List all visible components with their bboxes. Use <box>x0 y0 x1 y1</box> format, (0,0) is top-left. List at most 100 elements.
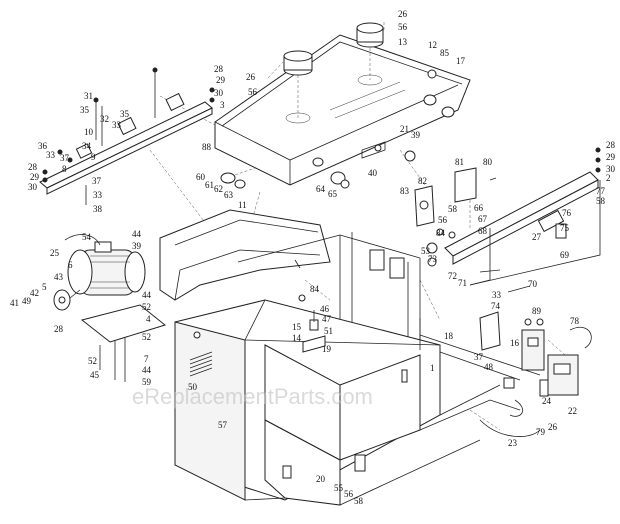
callout-56: 56 <box>438 215 448 225</box>
dust-chute <box>159 209 331 301</box>
callout-4: 4 <box>146 314 151 324</box>
callout-33: 33 <box>46 150 56 160</box>
callout-84: 84 <box>310 284 320 294</box>
callout-48: 48 <box>484 362 494 372</box>
callout-63: 63 <box>224 190 234 200</box>
callout-56: 56 <box>398 22 408 32</box>
callout-50: 50 <box>188 382 198 392</box>
callout-77: 77 <box>596 186 606 196</box>
callout-labels: 26 56 13 12 85 17 26 56 28 29 30 3 31 35… <box>10 9 616 506</box>
vent-grill <box>189 351 213 377</box>
callout-43: 43 <box>54 272 64 282</box>
callout-46: 46 <box>320 304 330 314</box>
callout-75: 75 <box>560 223 570 233</box>
callout-37: 37 <box>60 153 70 163</box>
dust-hood-assembly <box>214 22 471 186</box>
callout-7: 7 <box>144 354 149 364</box>
callout-6: 6 <box>68 260 73 270</box>
callout-28: 28 <box>54 324 64 334</box>
callout-37: 37 <box>474 352 484 362</box>
callout-55: 55 <box>334 483 344 493</box>
callout-39: 39 <box>132 241 142 251</box>
callout-31: 31 <box>84 91 93 101</box>
callout-80: 80 <box>483 157 493 167</box>
callout-29: 29 <box>216 75 226 85</box>
callout-76: 76 <box>562 208 572 218</box>
callout-52: 52 <box>142 302 151 312</box>
callout-16: 16 <box>510 338 520 348</box>
callout-29: 29 <box>30 172 40 182</box>
callout-51: 51 <box>324 326 333 336</box>
callout-56: 56 <box>344 489 354 499</box>
callout-85: 85 <box>440 48 450 58</box>
callout-3: 3 <box>220 100 225 110</box>
callout-9: 9 <box>91 152 96 162</box>
callout-8: 8 <box>62 164 67 174</box>
callout-40: 40 <box>368 168 378 178</box>
callout-21: 21 <box>400 124 409 134</box>
callout-42: 42 <box>30 288 39 298</box>
callout-15: 15 <box>292 322 302 332</box>
callout-14: 14 <box>292 333 302 343</box>
callout-35: 35 <box>120 109 130 119</box>
callout-30: 30 <box>606 164 616 174</box>
callout-20: 20 <box>316 474 326 484</box>
callout-39: 39 <box>411 130 421 140</box>
callout-65: 65 <box>328 189 338 199</box>
callout-66: 66 <box>474 203 484 213</box>
callout-24: 24 <box>542 396 552 406</box>
callout-79: 79 <box>536 427 546 437</box>
callout-81: 81 <box>455 157 464 167</box>
callout-60: 60 <box>196 172 206 182</box>
callout-5: 5 <box>42 282 47 292</box>
switch-bracket <box>414 185 456 267</box>
guard-pulleys <box>220 171 350 189</box>
callout-22: 22 <box>568 406 577 416</box>
callout-28: 28 <box>28 162 38 172</box>
callout-57: 57 <box>218 420 228 430</box>
callout-44: 44 <box>142 365 152 375</box>
callout-38: 38 <box>93 204 103 214</box>
callout-53: 53 <box>421 246 431 256</box>
callout-71: 71 <box>458 278 467 288</box>
callout-59: 59 <box>142 377 152 387</box>
callout-52: 52 <box>88 356 97 366</box>
callout-13: 13 <box>398 37 408 47</box>
callout-2: 2 <box>606 173 611 183</box>
callout-34: 34 <box>82 141 92 151</box>
bracket-81 <box>454 167 497 203</box>
callout-17: 17 <box>456 56 466 66</box>
callout-26: 26 <box>398 9 408 19</box>
callout-28: 28 <box>606 140 616 150</box>
callout-72: 72 <box>448 271 457 281</box>
callout-69: 69 <box>560 250 570 260</box>
chip-breaker-bar <box>39 67 215 205</box>
callout-18: 18 <box>444 331 454 341</box>
callout-26: 26 <box>246 72 256 82</box>
callout-1: 1 <box>430 363 435 373</box>
callout-58: 58 <box>596 196 606 206</box>
callout-30: 30 <box>28 182 38 192</box>
callout-56: 56 <box>248 87 258 97</box>
callout-62: 62 <box>214 184 223 194</box>
callout-68: 68 <box>478 226 488 236</box>
callout-19: 19 <box>322 344 332 354</box>
callout-35: 35 <box>80 105 90 115</box>
callout-78: 78 <box>570 316 580 326</box>
callout-45: 45 <box>90 370 100 380</box>
callout-54: 54 <box>82 232 92 242</box>
callout-84: 84 <box>436 228 446 238</box>
callout-12: 12 <box>428 40 437 50</box>
callout-30: 30 <box>214 88 224 98</box>
callout-58: 58 <box>354 496 364 506</box>
callout-83: 83 <box>400 186 410 196</box>
callout-70: 70 <box>528 279 538 289</box>
callout-11: 11 <box>238 200 247 210</box>
callout-33: 33 <box>492 290 502 300</box>
callout-26: 26 <box>548 422 558 432</box>
cabinet-stand <box>174 232 541 506</box>
outfeed-bar <box>444 147 601 293</box>
callout-28: 28 <box>214 64 224 74</box>
